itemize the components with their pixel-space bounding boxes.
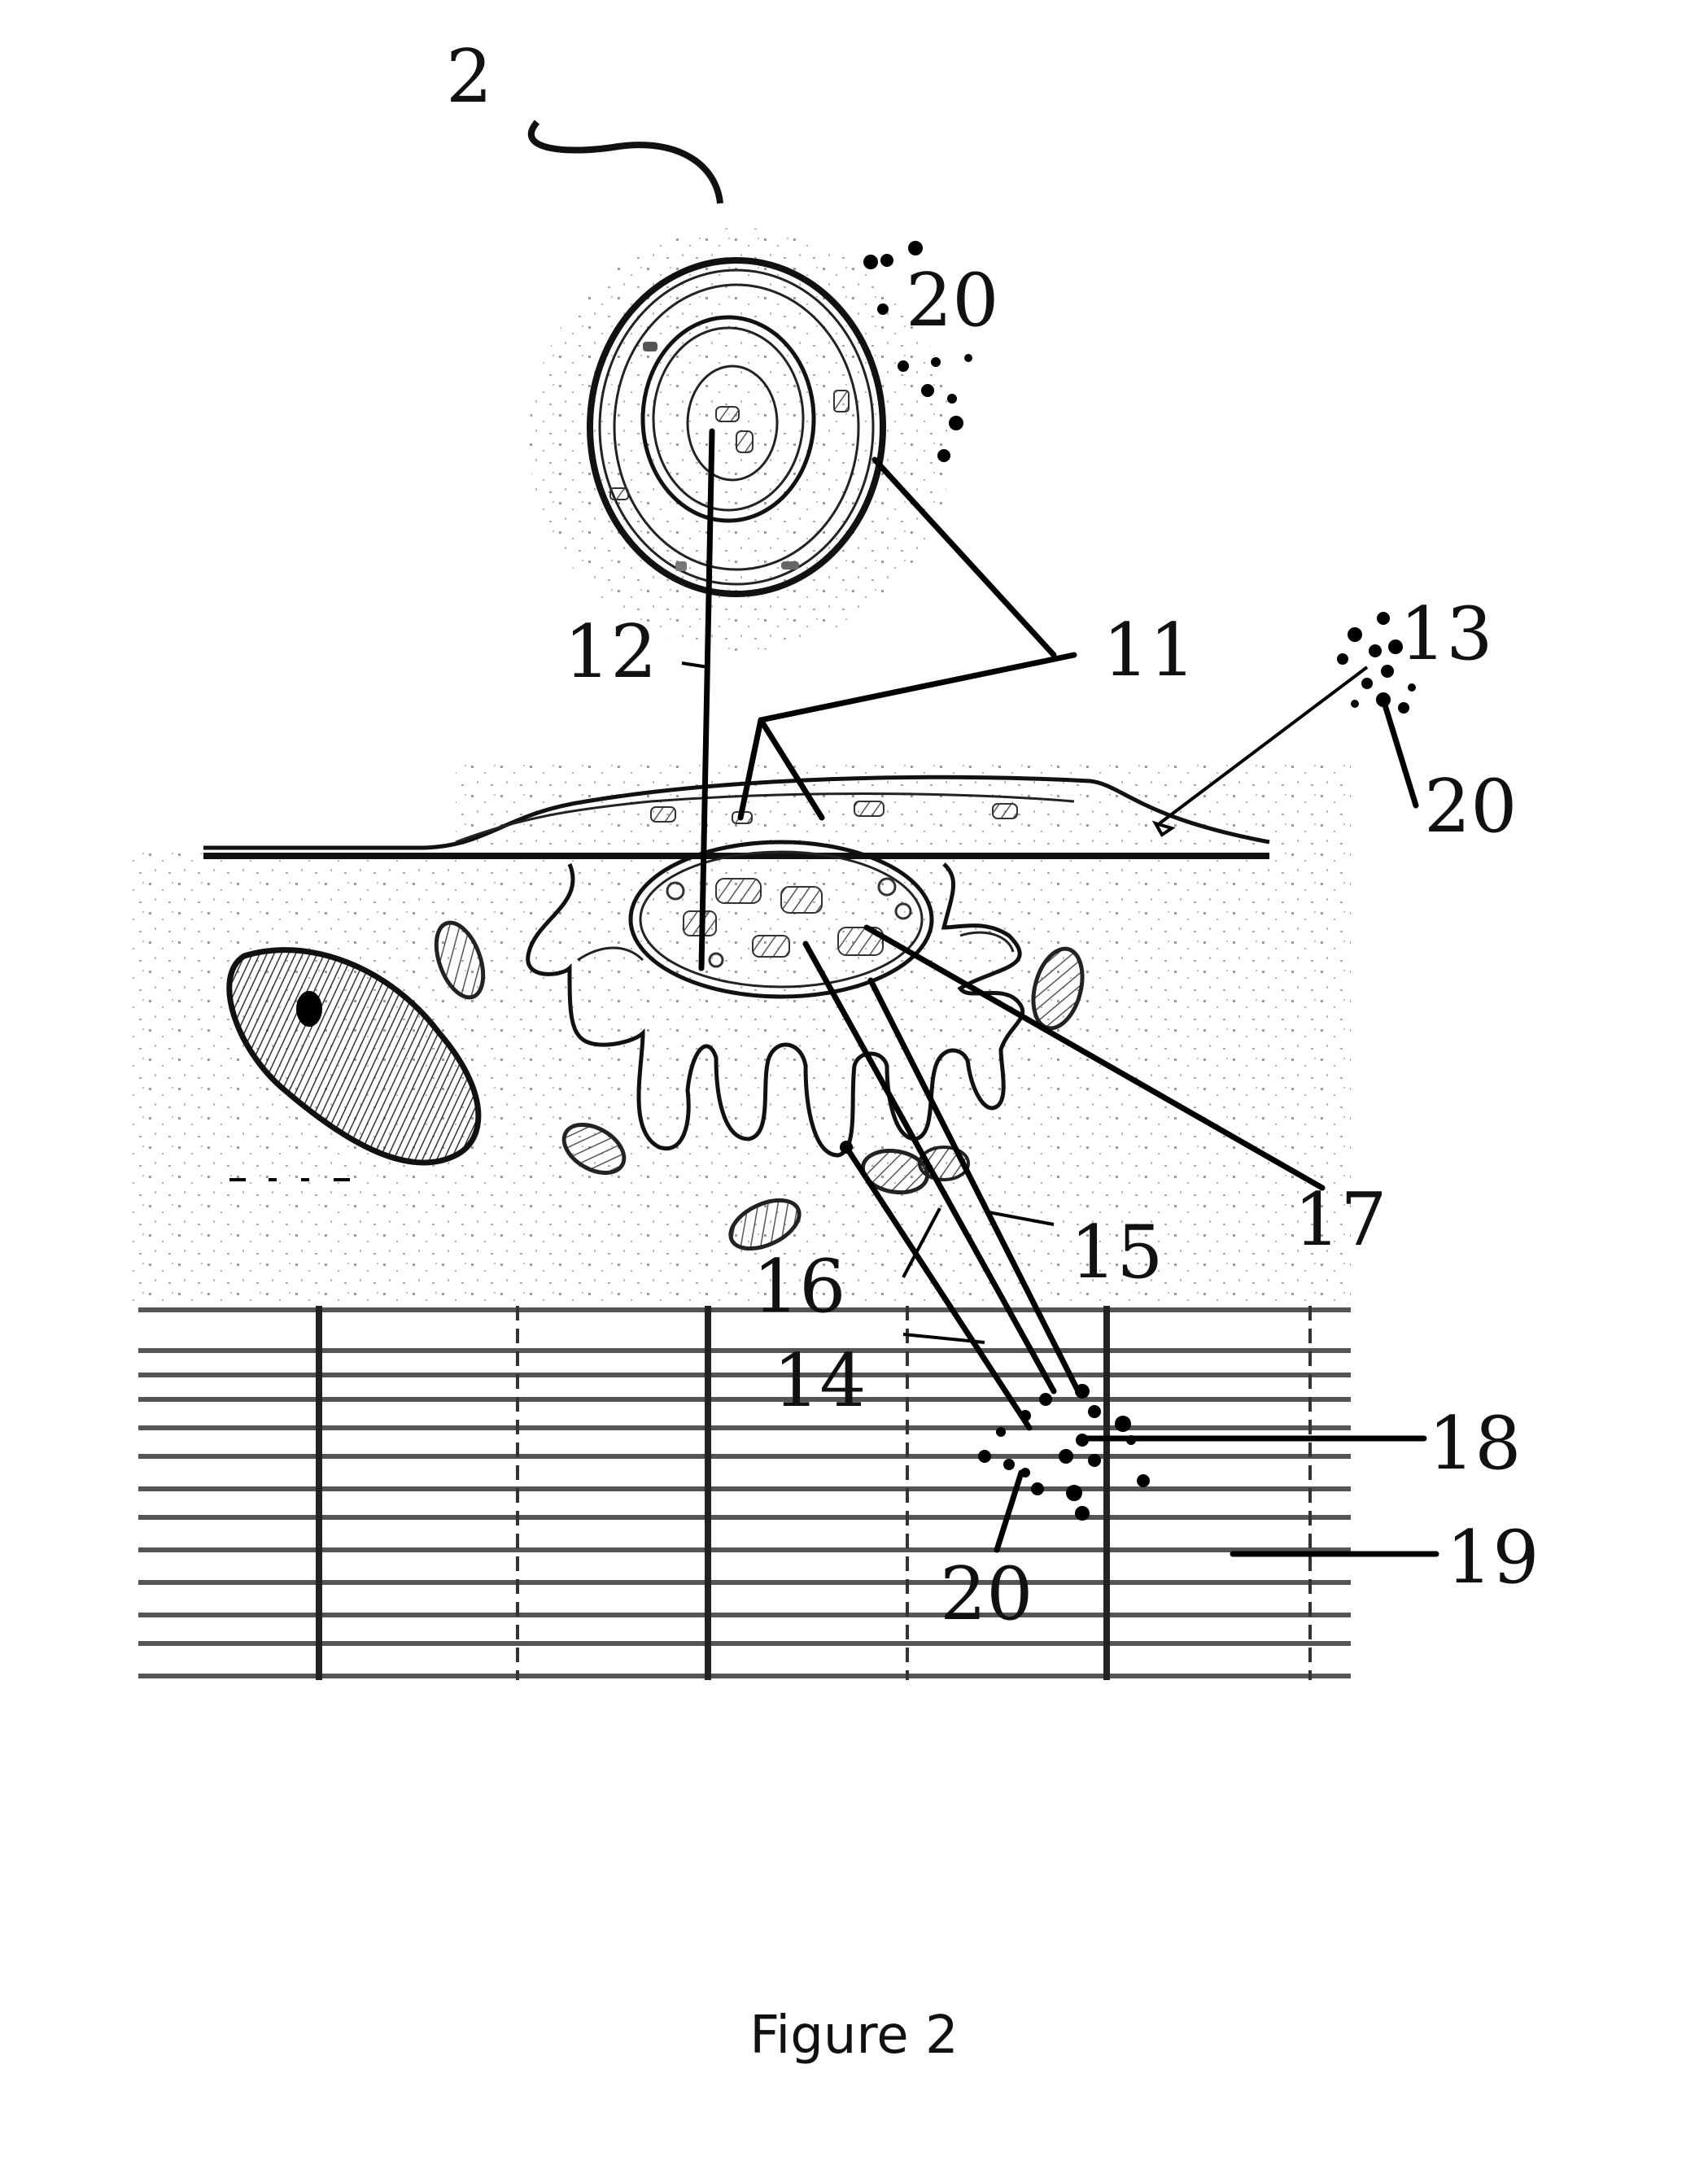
label-12: 12	[564, 609, 657, 695]
label-15: 15	[1070, 1210, 1164, 1295]
label-11: 11	[1103, 608, 1196, 693]
label-13: 13	[1400, 591, 1493, 677]
label-20-bottom: 20	[940, 1552, 1033, 1637]
label-14: 14	[773, 1338, 867, 1424]
particles-18	[978, 1384, 1150, 1521]
figure-caption: Figure 2	[0, 2006, 1708, 2066]
label-16: 16	[753, 1244, 846, 1329]
label-20-right: 20	[1424, 764, 1518, 849]
muscle-fiber	[138, 1306, 1351, 1680]
label-2: 2	[446, 34, 492, 120]
label-18: 18	[1428, 1401, 1522, 1486]
wavy-leader-2	[531, 122, 720, 203]
label-19: 19	[1446, 1515, 1540, 1600]
stipple-background	[130, 228, 1351, 1302]
label-17: 17	[1294, 1177, 1387, 1263]
label-20-top: 20	[906, 258, 999, 343]
